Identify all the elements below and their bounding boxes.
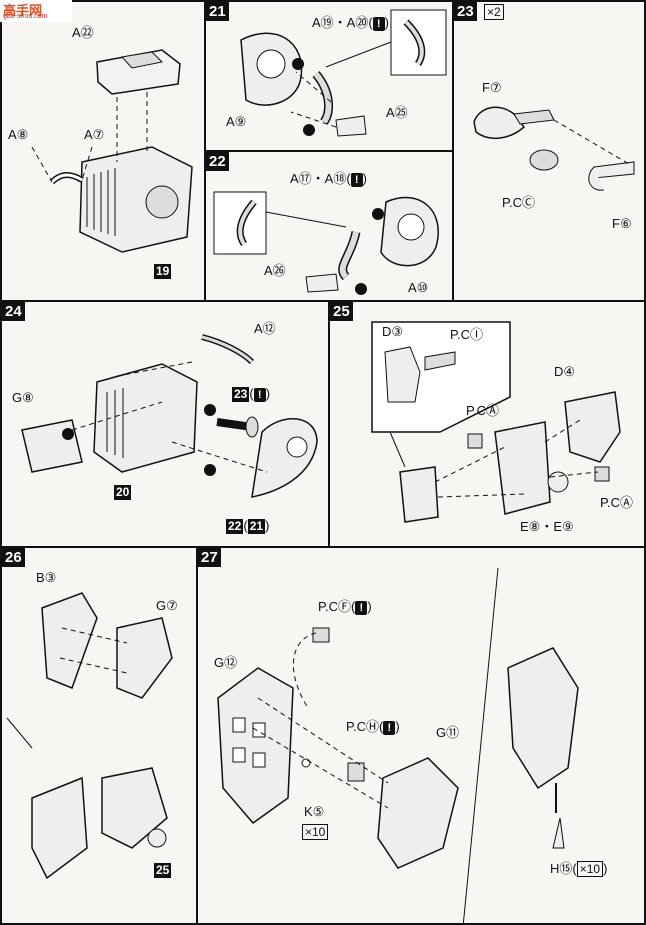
- pc-h-label: P.CⒽ(!): [346, 716, 400, 735]
- ref-step-22: 22: [226, 519, 244, 534]
- ref-step-21: 21: [247, 519, 266, 534]
- step-21-number: 21: [206, 2, 229, 21]
- pc-f-text: P.CⒻ(: [318, 599, 356, 614]
- part-h15-label: H⑮(×10): [550, 858, 607, 877]
- step-26-panel: 26 B③ G⑦ 25: [0, 546, 198, 925]
- paren-close: ): [367, 599, 372, 614]
- ref-step-23: 23: [232, 387, 250, 402]
- step-25-panel: 25 D③ P.CⒾ D④ P.CⒶ P.CⒶ E⑧・E⑨: [328, 300, 646, 548]
- step-25-illustration: [371, 321, 621, 523]
- paren-close: ): [395, 719, 400, 734]
- pc-a-label-2: P.CⒶ: [600, 495, 633, 510]
- ref-step-25: 25: [154, 863, 172, 878]
- part-a19-a20-label: A⑲・A⑳(!): [312, 12, 389, 31]
- step-22-panel: 22 A⑰・A⑱(!) A㉖ A⑩: [204, 150, 454, 302]
- step-26-illustration: [6, 592, 173, 880]
- logo-url: gao-shou.com: [3, 13, 48, 20]
- step-22-number: 22: [206, 152, 229, 171]
- step-24-panel: 24 A⑫ G⑧ 20 23(!) 22(21): [0, 300, 330, 548]
- step-21-panel: 21 A⑲・A⑳(!) A⑨ A㉕: [204, 0, 454, 152]
- step-23-illustration: [473, 106, 635, 191]
- step-23-number: 23: [454, 2, 477, 21]
- step-22-illustration: [213, 191, 439, 295]
- part-g8-label: G⑧: [12, 390, 34, 405]
- part-a7-label: A⑦: [84, 127, 105, 142]
- warning-icon: !: [383, 721, 396, 735]
- step-27-number: 27: [198, 548, 221, 567]
- step-21-illustration: [240, 9, 447, 137]
- part-a17-a18-text: A⑰・A⑱(: [290, 171, 351, 186]
- pc-c-label: P.CⒸ: [502, 195, 535, 210]
- step-25-number: 25: [330, 302, 353, 321]
- warning-icon: !: [372, 17, 385, 31]
- ref-step-20: 20: [114, 485, 132, 500]
- part-g12-label: G⑫: [214, 655, 238, 670]
- part-f7-label: F⑦: [482, 80, 502, 95]
- part-a19-a20-text: A⑲・A⑳(: [312, 15, 373, 30]
- part-b3-label: B③: [36, 570, 57, 585]
- part-a22-label: A㉒: [72, 25, 94, 40]
- step-27-illustration: [217, 567, 579, 923]
- step-23-panel: 23 ×2 F⑦ P.CⒸ F⑥: [452, 0, 646, 302]
- ref-step-19: 19: [154, 264, 172, 279]
- part-a10-label: A⑩: [408, 280, 429, 295]
- part-a8-label: A⑧: [8, 127, 29, 142]
- step-20-panel: A㉒ A⑧ A⑦ 19: [0, 0, 206, 302]
- part-e8-e9-label: E⑧・E⑨: [520, 519, 574, 534]
- step-27-panel: 27 P.CⒻ(!) P.CⒽ(!) G⑫ G⑪ K⑤ ×10 H⑮(×10): [196, 546, 646, 925]
- warning-icon: !: [253, 388, 266, 402]
- part-f6-label: F⑥: [612, 216, 632, 231]
- pc-f-label: P.CⒻ(!): [318, 596, 372, 615]
- paren-close: ): [603, 861, 608, 876]
- step-20-illustration: [31, 49, 193, 253]
- paren-close: ): [362, 171, 368, 186]
- paren-close: ): [384, 15, 390, 30]
- logo-text: 高手网: [3, 4, 43, 19]
- step-24-illustration: [21, 334, 318, 498]
- k5-quantity-badge: ×10: [302, 824, 329, 840]
- part-a17-a18-label: A⑰・A⑱(!): [290, 168, 367, 187]
- part-d4-label: D④: [554, 364, 576, 379]
- warning-icon: !: [350, 173, 363, 187]
- part-a12-label: A⑫: [254, 321, 276, 336]
- ref-step-23-note: 23(!): [232, 386, 271, 402]
- step-26-number: 26: [2, 548, 25, 567]
- ref-step-22-note: 22(21): [226, 518, 270, 534]
- pc-i-label: P.CⒾ: [450, 327, 483, 342]
- part-a25-label: A㉕: [386, 105, 408, 120]
- part-a9-label: A⑨: [226, 114, 247, 129]
- quantity-badge: ×2: [484, 4, 504, 20]
- pc-h-text: P.CⒽ(: [346, 719, 384, 734]
- warning-icon: !: [355, 601, 368, 615]
- part-g11-label: G⑪: [436, 725, 460, 740]
- part-h15-text: H⑮(: [550, 861, 577, 876]
- part-k5-label: K⑤: [304, 804, 325, 819]
- part-d3-label: D③: [382, 324, 404, 339]
- site-logo: 高手网 gao-shou.com: [0, 0, 72, 22]
- part-g7-label: G⑦: [156, 598, 178, 613]
- part-a26-label: A㉖: [264, 263, 286, 278]
- h15-quantity-badge: ×10: [576, 861, 604, 877]
- pc-a-label-1: P.CⒶ: [466, 403, 499, 418]
- step-24-number: 24: [2, 302, 25, 321]
